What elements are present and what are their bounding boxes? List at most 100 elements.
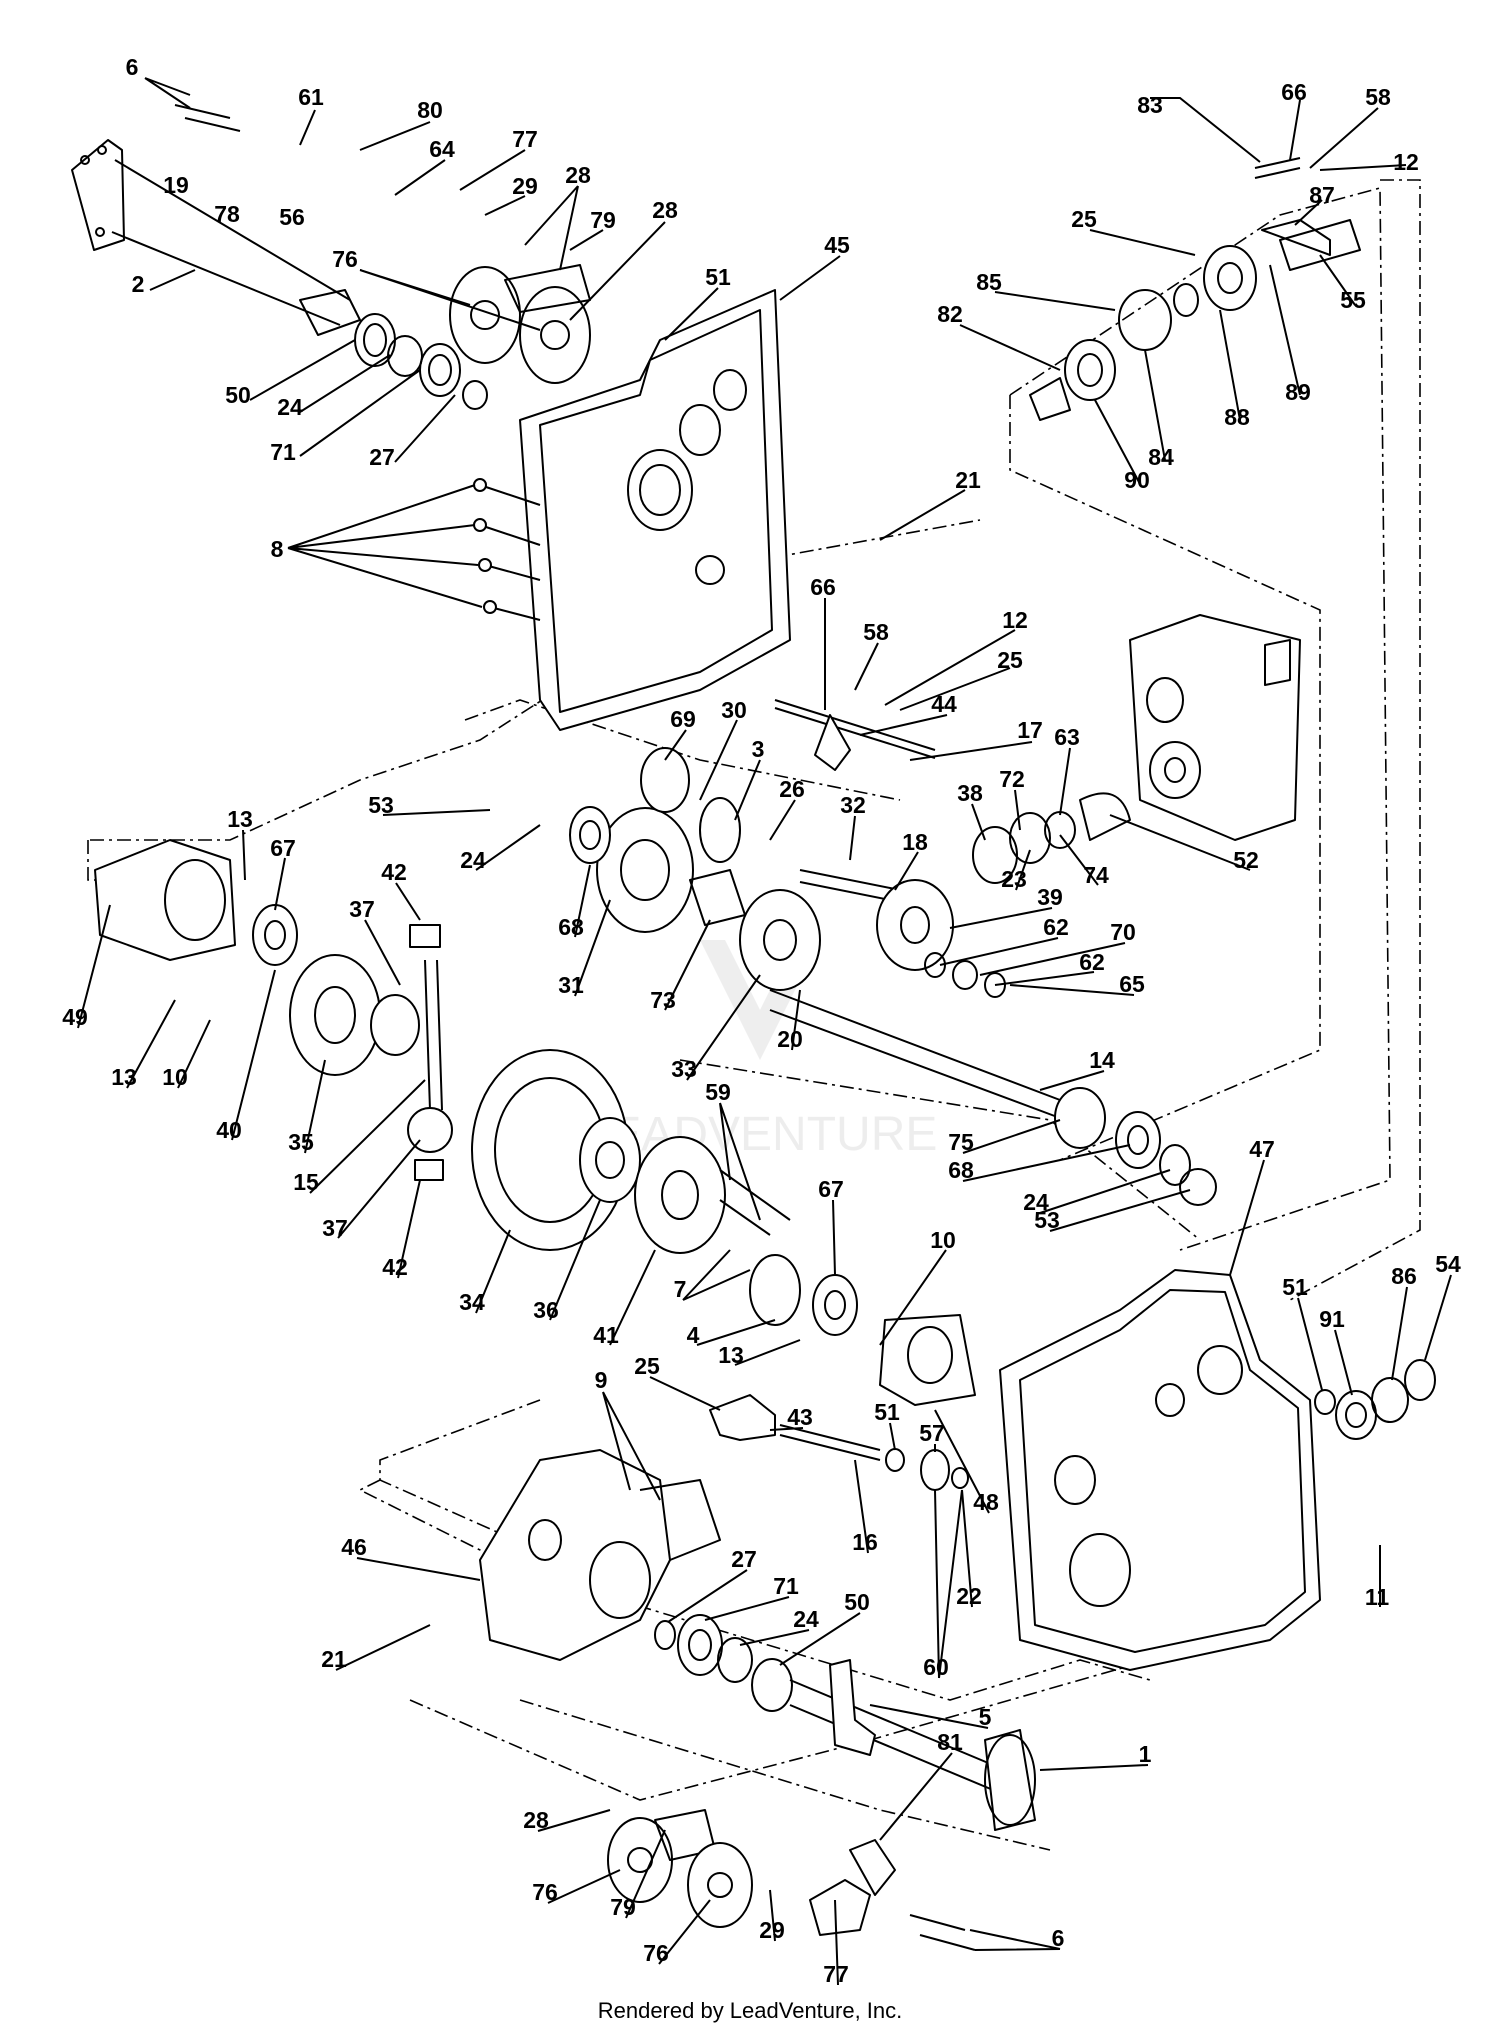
callout-5: 5 [979,1704,992,1730]
callout-66: 66 [810,574,836,600]
callout-44: 44 [931,691,957,717]
callout-70: 70 [1110,919,1136,945]
callout-71: 71 [773,1573,799,1599]
housing-lower-left [479,1449,721,1661]
main-shaft [769,989,1217,1206]
housing-cover-plate [519,289,791,731]
callout-63: 63 [1054,724,1080,750]
callout-84: 84 [1148,444,1174,470]
callout-27: 27 [731,1546,757,1572]
bracket-5 [829,1659,876,1756]
main-housing-lower-right [999,1269,1321,1671]
callout-22: 22 [956,1583,982,1609]
seal-bearing-group-lower [654,1614,793,1712]
callout-89: 89 [1285,379,1311,405]
callout-41: 41 [593,1322,619,1348]
callout-12: 12 [1002,607,1028,633]
callout-29: 29 [512,173,538,199]
callout-83: 83 [1137,92,1163,118]
callout-37: 37 [322,1215,348,1241]
callout-38: 38 [957,780,983,806]
callout-42: 42 [382,1254,408,1280]
callout-37: 37 [349,896,375,922]
callout-46: 46 [341,1534,367,1560]
pinion-shaft-assembly [1029,157,1361,421]
callout-48: 48 [973,1489,999,1515]
axle-upper-left [71,139,361,336]
callout-19: 19 [163,172,189,198]
callout-71: 71 [270,439,296,465]
callout-75: 75 [948,1129,974,1155]
callout-6: 6 [126,54,139,80]
hydrostatic-pump-unit [1129,614,1301,841]
callout-49: 49 [62,1004,88,1030]
callout-53: 53 [368,792,394,818]
callout-67: 67 [818,1176,844,1202]
callout-57: 57 [919,1420,945,1446]
callout-82: 82 [937,301,963,327]
callout-23: 23 [1001,866,1027,892]
callout-90: 90 [1124,467,1150,493]
seal-group-right [1314,1359,1436,1440]
callout-86: 86 [1391,1263,1417,1289]
callout-45: 45 [824,232,850,258]
leader-lines [77,77,1452,1986]
callout-47: 47 [1249,1136,1275,1162]
callout-33: 33 [671,1056,697,1082]
callout-31: 31 [558,972,584,998]
callout-1: 1 [1139,1741,1152,1767]
callout-62: 62 [1043,914,1069,940]
callout-62: 62 [1079,949,1105,975]
callout-13: 13 [111,1064,137,1090]
differential-left [94,839,453,1181]
callout-34: 34 [459,1289,485,1315]
callout-7: 7 [674,1276,687,1302]
callout-66: 66 [1281,79,1307,105]
ring-gear-assembly [471,1049,858,1336]
callout-50: 50 [225,382,251,408]
callout-64: 64 [429,136,455,162]
callout-39: 39 [1037,884,1063,910]
callout-10: 10 [162,1064,188,1090]
callout-68: 68 [948,1157,974,1183]
callout-53: 53 [1034,1207,1060,1233]
callout-28: 28 [523,1807,549,1833]
callout-50: 50 [844,1589,870,1615]
callout-58: 58 [863,619,889,645]
callout-74: 74 [1083,862,1109,888]
callout-60: 60 [923,1654,949,1680]
callout-43: 43 [787,1404,813,1430]
callout-13: 13 [227,806,253,832]
callout-21: 21 [955,467,981,493]
callout-42: 42 [381,859,407,885]
brake-discs-lower [607,1809,896,1936]
callout-14: 14 [1089,1047,1115,1073]
callout-13: 13 [718,1342,744,1368]
callout-35: 35 [288,1129,314,1155]
callout-10: 10 [930,1227,956,1253]
callout-76: 76 [643,1940,669,1966]
callout-51: 51 [1282,1274,1308,1300]
callout-81: 81 [937,1729,963,1755]
watermark-text: LEADVENTURE [583,1108,938,1161]
callout-25: 25 [997,647,1023,673]
callout-21: 21 [321,1646,347,1672]
callout-28: 28 [652,197,678,223]
callout-20: 20 [777,1026,803,1052]
footer-credit: Rendered by LeadVenture, Inc. [597,1998,903,2023]
bolts-set-8 [473,478,541,621]
callout-85: 85 [976,269,1002,295]
callout-4: 4 [687,1322,700,1348]
bolts-set-6-lower [909,1914,976,1951]
callout-9: 9 [595,1367,608,1393]
callout-26: 26 [779,776,805,802]
callout-79: 79 [590,207,616,233]
callout-16: 16 [852,1529,878,1555]
callout-55: 55 [1340,287,1366,313]
callout-24: 24 [1023,1189,1049,1215]
callout-25: 25 [1071,206,1097,232]
cover-and-shift-fork-lower [709,1314,976,1491]
callout-91: 91 [1319,1306,1345,1332]
callout-29: 29 [759,1917,785,1943]
